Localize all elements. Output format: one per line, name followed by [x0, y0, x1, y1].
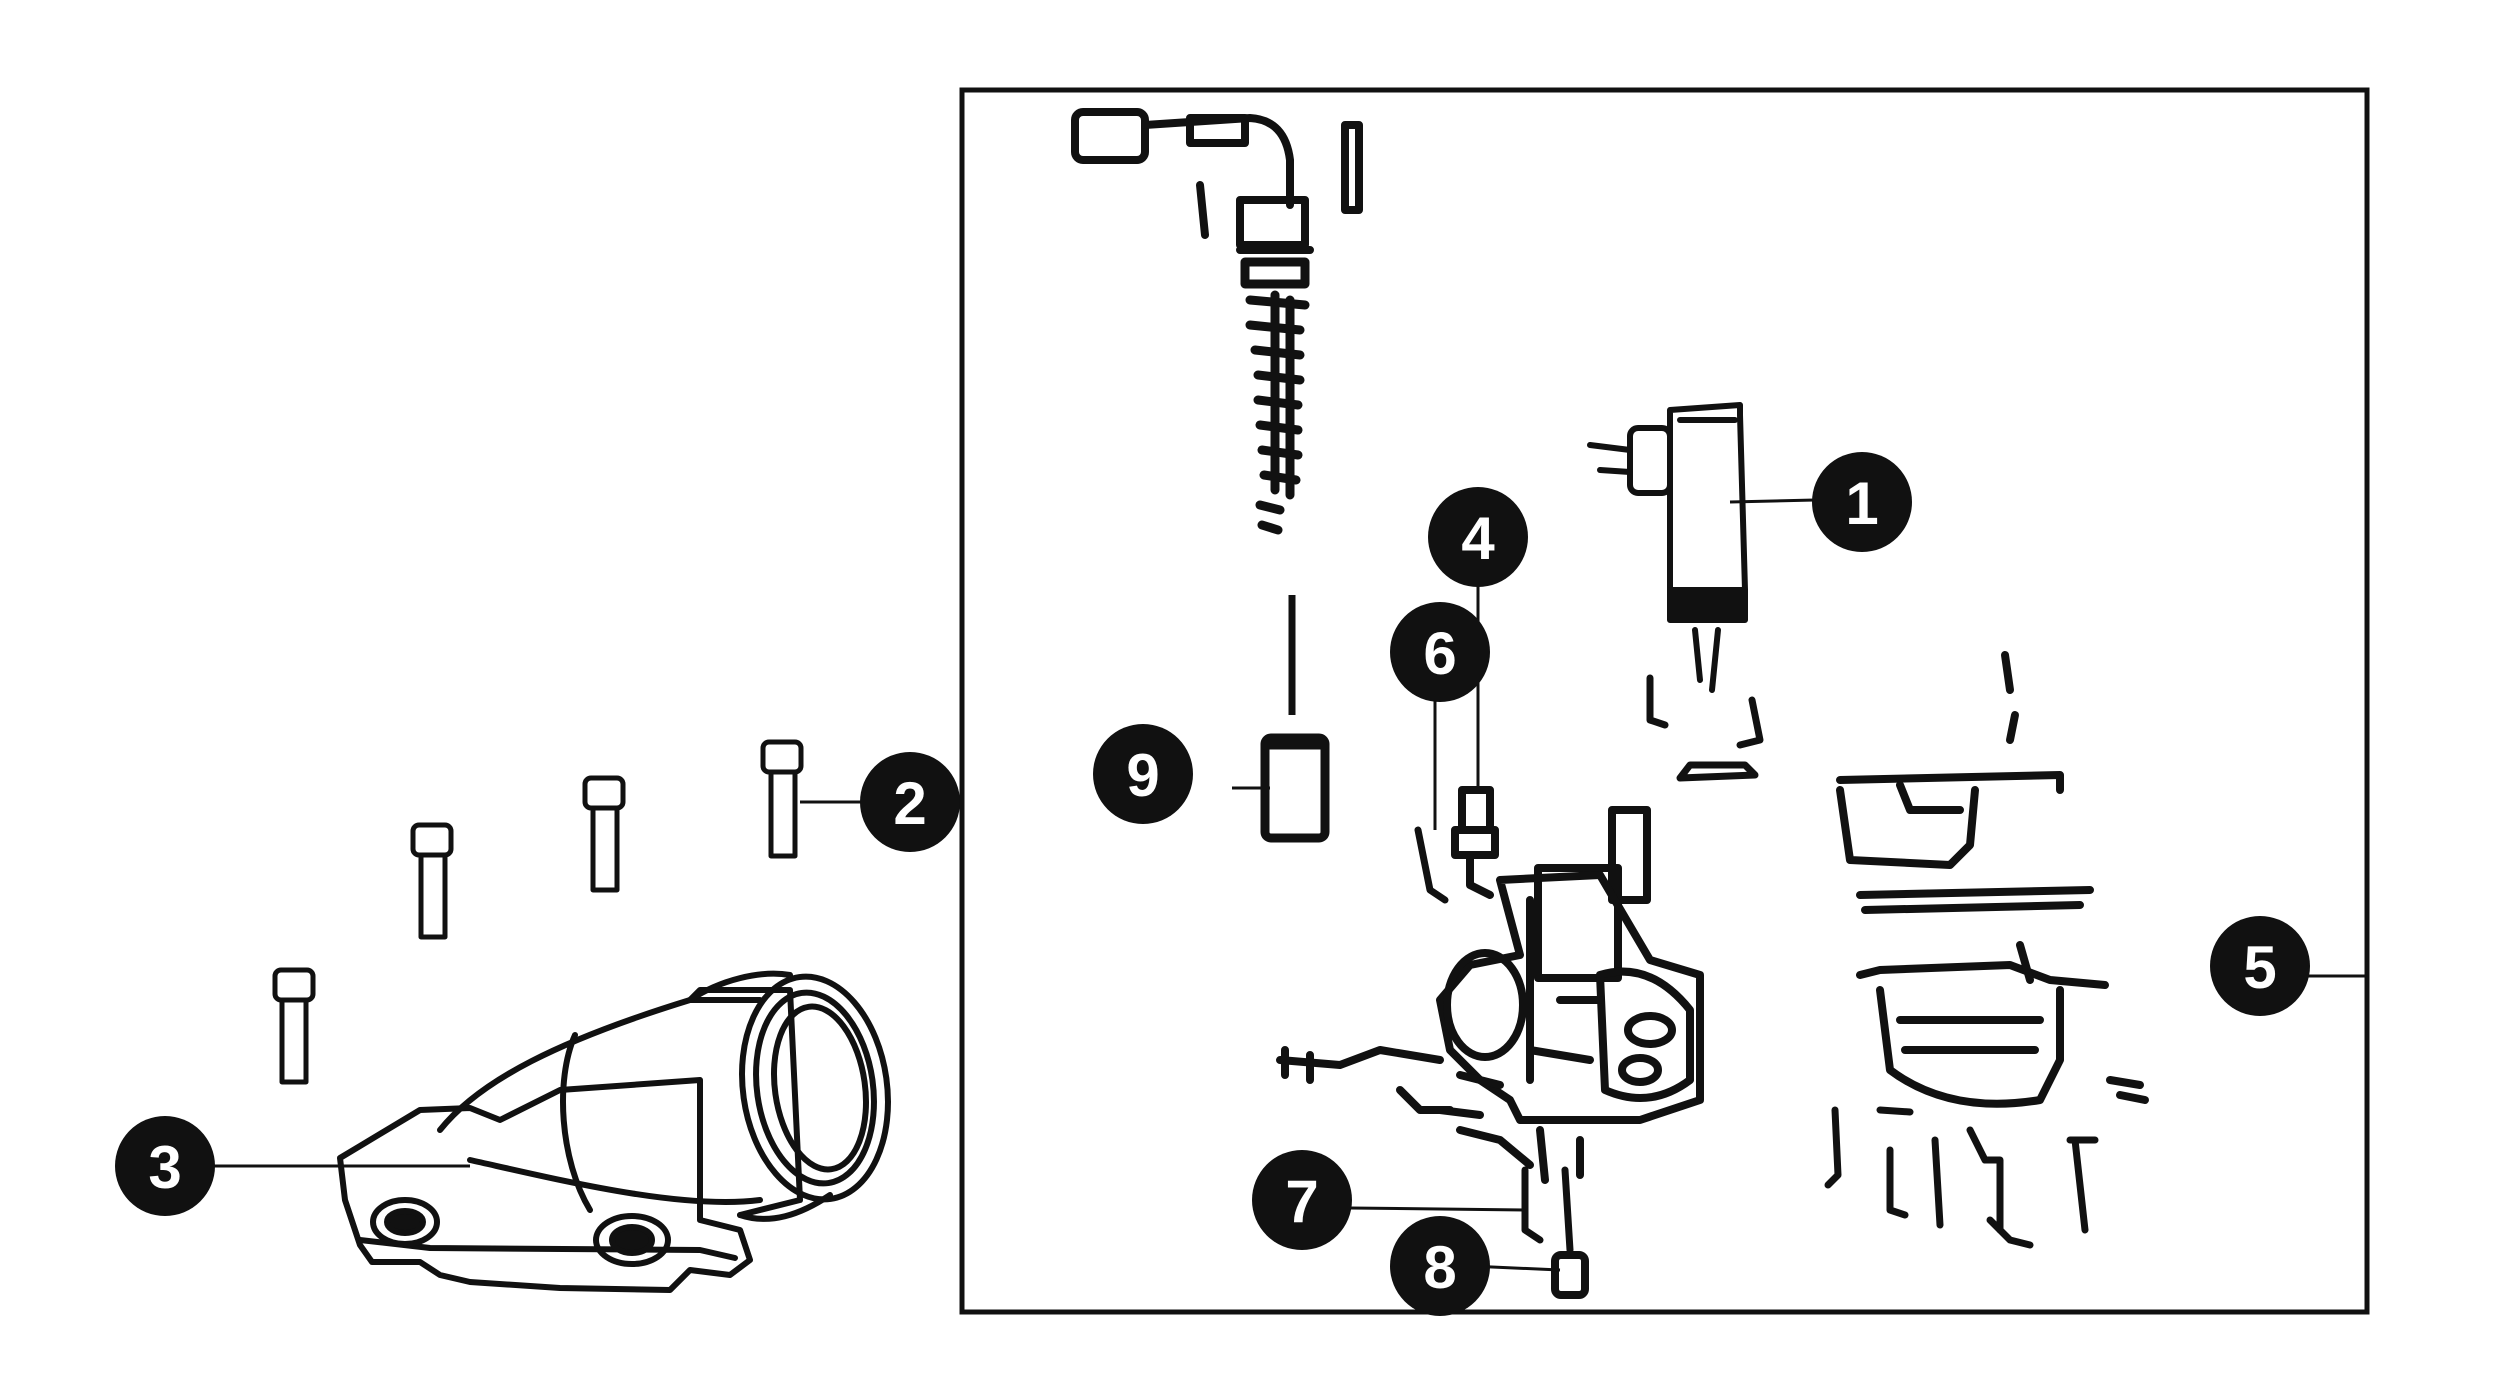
svg-text:1: 1: [1845, 470, 1878, 537]
callout-7: 7: [1252, 1150, 1352, 1250]
plunger-cap: [1196, 181, 1314, 254]
carburetor-cap: [1587, 402, 1748, 693]
throttle-slide: [1260, 733, 1330, 843]
callout-1: 1: [1812, 452, 1912, 552]
assembly-frame: [959, 87, 2370, 1315]
carburetor-body: [1276, 806, 1704, 1184]
idle-screw: [1451, 786, 1499, 899]
main-jet: [1521, 1166, 1574, 1254]
svg-text:5: 5: [2243, 934, 2276, 1001]
throttle-spring: [1240, 257, 1310, 535]
callout-8: 8: [1390, 1216, 1490, 1316]
svg-text:7: 7: [1285, 1168, 1318, 1235]
bolt: [582, 775, 626, 893]
svg-text:6: 6: [1423, 620, 1456, 687]
svg-text:8: 8: [1423, 1234, 1456, 1301]
intake-manifold: [337, 970, 891, 1293]
cable-fitting: [1071, 108, 1363, 214]
svg-text:9: 9: [1126, 742, 1159, 809]
svg-text:2: 2: [893, 770, 926, 837]
callout-9: 9: [1093, 724, 1193, 824]
callout-2: 2: [860, 752, 960, 852]
float-bowl-screws: [1824, 1106, 2099, 1249]
bolt: [410, 822, 454, 940]
svg-text:4: 4: [1461, 505, 1495, 572]
jet-holder: [1551, 1251, 1589, 1299]
callout-6: 6: [1390, 602, 1490, 702]
callout-5: 5: [2210, 916, 2310, 1016]
mixture-screw: [1414, 826, 1449, 904]
callout-4: 4: [1428, 487, 1528, 587]
bolt: [272, 967, 316, 1085]
svg-text:3: 3: [148, 1134, 181, 1201]
bolt: [760, 739, 804, 859]
callout-3: 3: [115, 1116, 215, 1216]
float-bowl-parts: [1836, 651, 2149, 1108]
small-screw: [1646, 674, 1764, 782]
